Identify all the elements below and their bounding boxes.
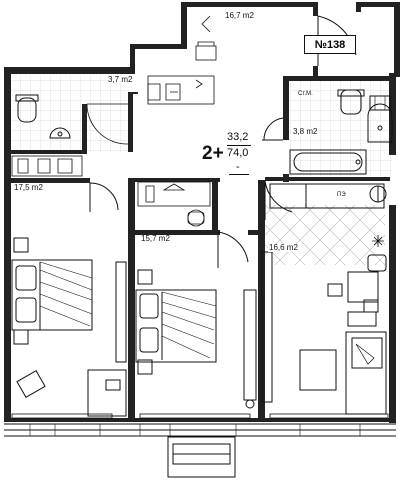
- exterior-walls: [4, 2, 400, 423]
- hall-area-label: 16,7 m2: [224, 11, 255, 20]
- stove-tag: ПЭ: [337, 192, 346, 198]
- room-count-label: 2+: [202, 143, 224, 164]
- kitchen-living-furniture: [261, 183, 387, 415]
- bedroom-mid-area-label: 15,7 m2: [140, 234, 171, 243]
- window-band: [4, 423, 396, 478]
- mid-closet: [137, 181, 211, 227]
- left-bedroom-furniture: [11, 237, 127, 417]
- hall-closet: [195, 15, 217, 61]
- bath-top-area-label: 3,7 m2: [107, 75, 134, 84]
- summary-underline: [229, 174, 249, 175]
- mid-bedroom-furniture: [135, 269, 257, 409]
- bedroom-left-area-label: 17,5 m2: [13, 183, 44, 192]
- summary-divider: [227, 145, 251, 146]
- bathroom-right-fixtures: [289, 89, 393, 175]
- washing-machine-tag: Ст.М.: [298, 91, 313, 97]
- bathroom-top-fixtures: [15, 75, 215, 139]
- total-area-total: 74,0: [227, 147, 249, 159]
- left-closet: [11, 155, 83, 177]
- radiators: [11, 413, 389, 419]
- unit-number-badge: №138: [304, 35, 356, 54]
- living-area-total: 33,2: [227, 131, 249, 143]
- kitchen-living-area-label: 16,6 m2: [268, 243, 299, 252]
- doors: [86, 15, 357, 268]
- bath-right-area-label: 3,8 m2: [292, 127, 319, 136]
- summary-separator: -: [236, 161, 240, 173]
